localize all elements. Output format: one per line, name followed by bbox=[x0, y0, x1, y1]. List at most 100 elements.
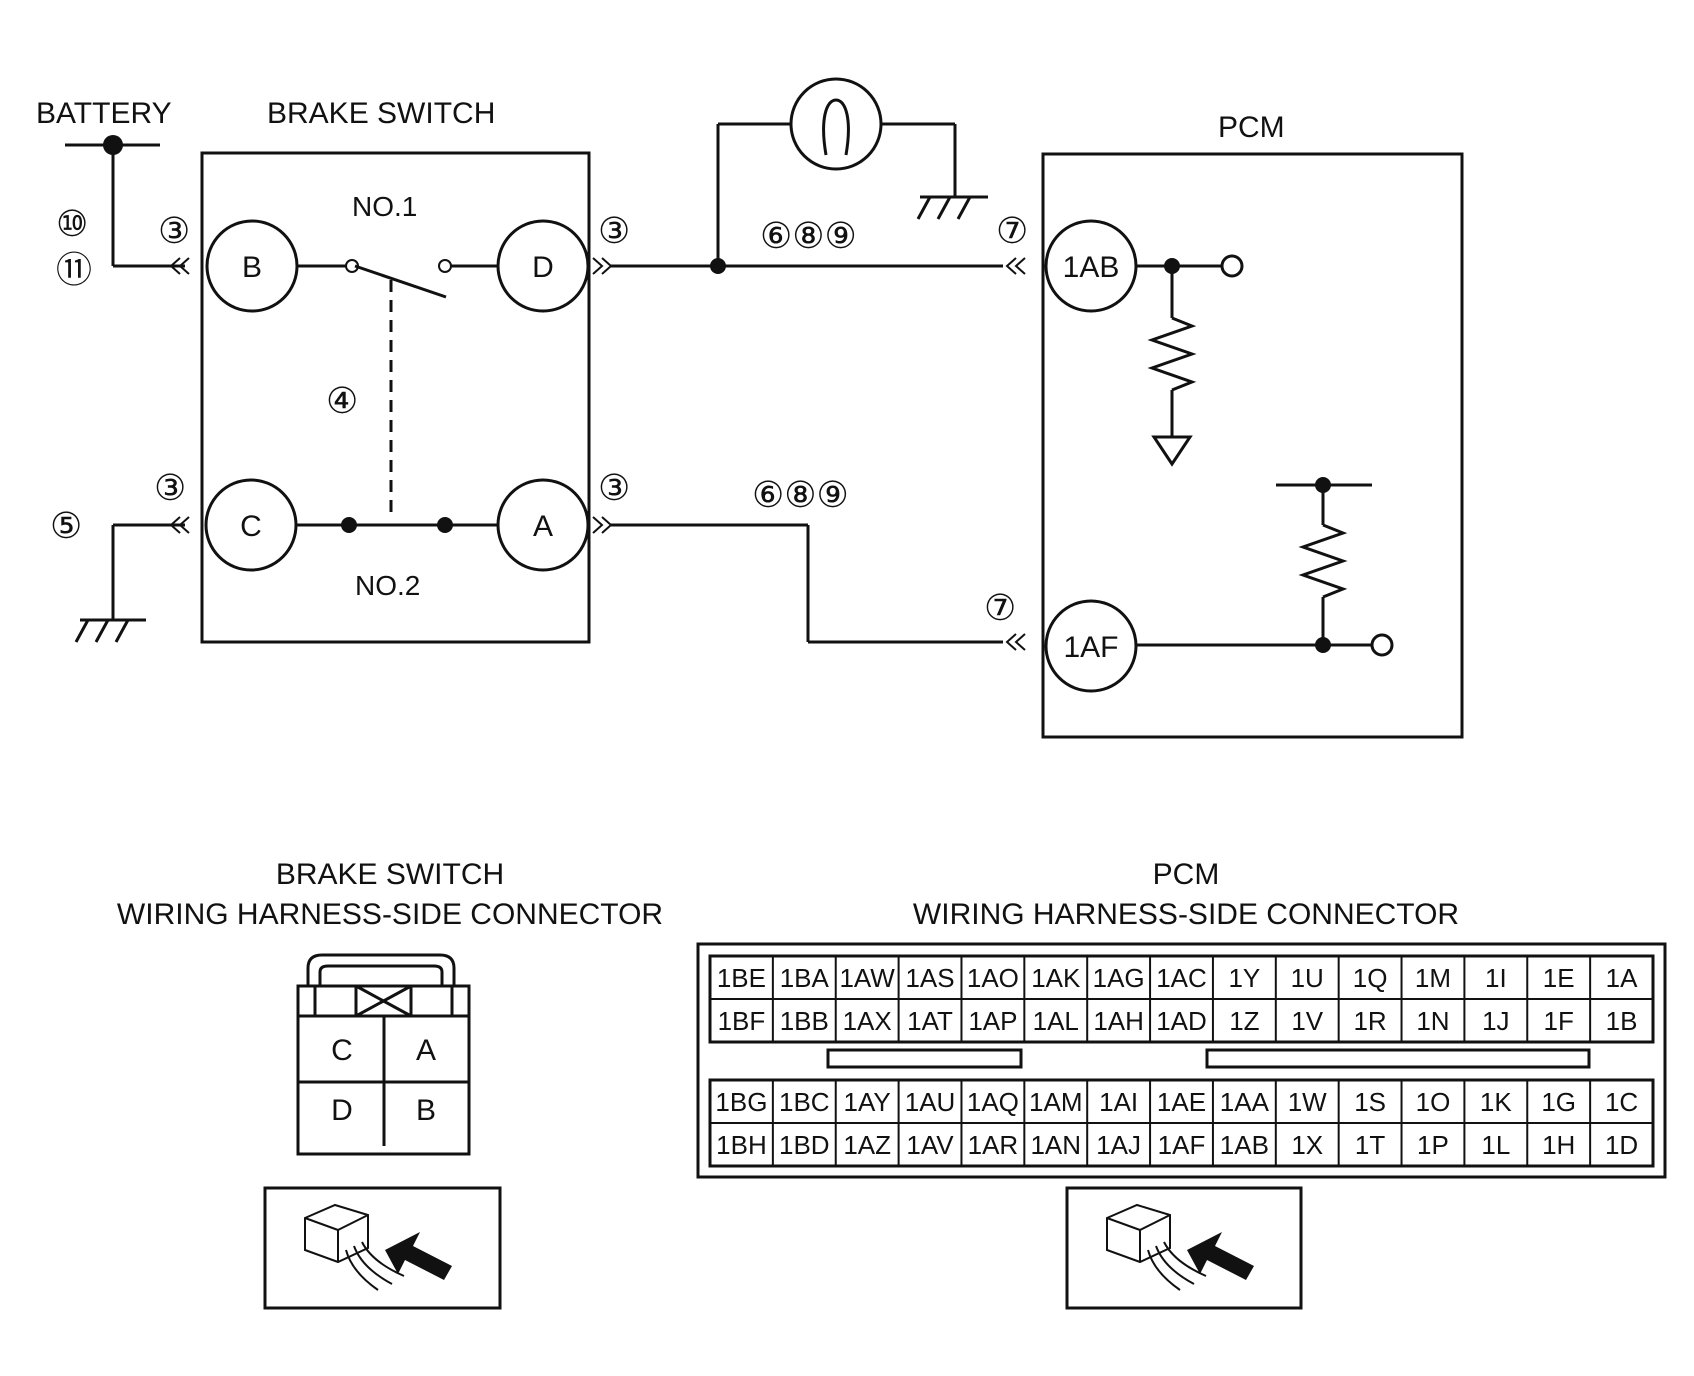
pcm-pin-label: 1AM bbox=[1029, 1087, 1082, 1117]
pcm-pin-label: 1X bbox=[1291, 1130, 1323, 1160]
pcm-pin-label: 1P bbox=[1417, 1130, 1449, 1160]
pcm-pin-label: 1D bbox=[1605, 1130, 1638, 1160]
bs-connector-ear-left bbox=[296, 984, 317, 1018]
chevron-a-1 bbox=[592, 516, 604, 534]
no1-label: NO.1 bbox=[352, 191, 417, 222]
pcm-pin-label: 1AA bbox=[1220, 1087, 1270, 1117]
pcm-pin-label: 1J bbox=[1482, 1006, 1509, 1036]
ground-c-hatch-1 bbox=[74, 619, 90, 643]
pcm-pin-label: 1BC bbox=[779, 1087, 830, 1117]
brake-lamp-filament bbox=[822, 98, 850, 156]
bs-pin-c: C bbox=[331, 1034, 353, 1067]
terminal-d-label: D bbox=[532, 251, 554, 284]
lamp-ground-hatch-1 bbox=[916, 196, 932, 220]
pcm-view-direction-icon bbox=[1065, 1186, 1303, 1310]
pcm-pin-label: 1R bbox=[1353, 1006, 1386, 1036]
bs-pin-b: B bbox=[416, 1094, 436, 1127]
pcm-view-arrow bbox=[1187, 1232, 1254, 1280]
1af-internal-open-terminal bbox=[1370, 633, 1394, 657]
pcm-pin-label: 1Y bbox=[1228, 963, 1260, 993]
lamp-ground-hatch-2 bbox=[936, 196, 952, 220]
pcm-pin-label: 1B bbox=[1606, 1006, 1638, 1036]
ref-3-b: ③ bbox=[158, 210, 190, 251]
pcm-pin-label: 1F bbox=[1544, 1006, 1574, 1036]
pcm-pin-label: 1AO bbox=[967, 963, 1019, 993]
bs-view-plug-edge-2 bbox=[337, 1214, 369, 1231]
ground-c-hatch-3 bbox=[114, 619, 130, 643]
pcm-pin-label: 1I bbox=[1485, 963, 1507, 993]
terminal-a-label: A bbox=[533, 510, 553, 543]
chevron-1af-1 bbox=[1005, 633, 1017, 651]
pcm-box bbox=[1041, 152, 1464, 739]
pcm-pin-label: 1BA bbox=[780, 963, 830, 993]
pcm-pin-label: 1H bbox=[1542, 1130, 1575, 1160]
pcm-pin-label: 1AT bbox=[907, 1006, 953, 1036]
chevron-1af-2 bbox=[1014, 633, 1026, 651]
chevron-b-1 bbox=[169, 257, 181, 275]
no2-label: NO.2 bbox=[355, 570, 420, 601]
chevron-b-2 bbox=[178, 257, 190, 275]
pcm-pin-label: 1BH bbox=[716, 1130, 767, 1160]
pcm-pin-label: 1G bbox=[1541, 1087, 1576, 1117]
ref-689-upper: ⑥⑧⑨ bbox=[760, 215, 857, 256]
brake-switch-box bbox=[200, 151, 591, 644]
pcm-pin-label: 1AZ bbox=[843, 1130, 891, 1160]
pcm-pin-label: 1AY bbox=[844, 1087, 891, 1117]
pcm-pin-label: 1AC bbox=[1156, 963, 1207, 993]
pcm-connector-key-right bbox=[1205, 1048, 1591, 1069]
1ab-internal-open-terminal bbox=[1220, 254, 1244, 278]
pcm-pin-label: 1K bbox=[1480, 1087, 1512, 1117]
pcm-pin-label: 1AG bbox=[1093, 963, 1145, 993]
pcm-pin-label: 1BD bbox=[779, 1130, 830, 1160]
ref-7-lower: ⑦ bbox=[984, 587, 1016, 628]
pcm-pin-label: 1AX bbox=[843, 1006, 892, 1036]
bs-connector-latch bbox=[306, 953, 456, 986]
pcm-pin-label: 1AV bbox=[906, 1130, 954, 1160]
bs-connector-latch-inner bbox=[318, 964, 444, 986]
pcm-pin-label: 1AB bbox=[1220, 1130, 1269, 1160]
pcm-pin-label: 1U bbox=[1291, 963, 1324, 993]
pcm-pin-label: 1AD bbox=[1156, 1006, 1207, 1036]
pcm-label: PCM bbox=[1218, 111, 1285, 144]
lamp-ground-hatch-3 bbox=[956, 196, 972, 220]
pcm-connector-key-left bbox=[826, 1048, 1023, 1069]
bs-view-wires bbox=[345, 1241, 405, 1291]
ref-4: ④ bbox=[326, 380, 358, 421]
chevron-1ab-2 bbox=[1014, 257, 1026, 275]
pcm-pin-label: 1E bbox=[1543, 963, 1575, 993]
pcm-pin-label: 1BG bbox=[715, 1087, 767, 1117]
battery-label: BATTERY bbox=[36, 97, 172, 130]
pcm-pin-label: 1Z bbox=[1229, 1006, 1259, 1036]
pcm-view-frame bbox=[1065, 1186, 1303, 1310]
bs-connector-face: C A D B bbox=[296, 953, 471, 1156]
bs-connector-title-1: BRAKE SWITCH bbox=[276, 858, 504, 891]
pcm-pin-label: 1AI bbox=[1099, 1087, 1138, 1117]
bs-view-plug bbox=[304, 1203, 369, 1264]
terminal-c-label: C bbox=[240, 510, 262, 543]
pcm-pin-label: 1AH bbox=[1093, 1006, 1144, 1036]
pcm-view-plug-edge-1 bbox=[1106, 1217, 1141, 1231]
no1-switch-blade bbox=[354, 264, 447, 299]
pcm-pin-label: 1AL bbox=[1033, 1006, 1079, 1036]
pcm-pin-label: 1V bbox=[1291, 1006, 1323, 1036]
pcm-pin-label: 1M bbox=[1415, 963, 1451, 993]
pcm-pin-label: 1AQ bbox=[967, 1087, 1019, 1117]
pcm-pin-label: 1C bbox=[1605, 1087, 1638, 1117]
pulldown-ground-triangle bbox=[1151, 435, 1193, 467]
bs-pin-a: A bbox=[416, 1034, 436, 1067]
pcm-pin-label: 1AU bbox=[905, 1087, 956, 1117]
pcm-pin-label: 1AS bbox=[905, 963, 954, 993]
bs-pin-d: D bbox=[331, 1094, 353, 1127]
pcm-pin-label: 1Q bbox=[1353, 963, 1388, 993]
pcm-pin-label: 1BF bbox=[718, 1006, 766, 1036]
ground-c-hatch-2 bbox=[94, 619, 110, 643]
bs-view-frame bbox=[263, 1186, 502, 1310]
pcm-pin-label: 1A bbox=[1606, 963, 1638, 993]
bs-connector-lock-x2 bbox=[355, 984, 412, 1018]
ref-3-c: ③ bbox=[154, 467, 186, 508]
bs-view-direction-icon bbox=[263, 1186, 502, 1310]
ref-3-a: ③ bbox=[598, 467, 630, 508]
